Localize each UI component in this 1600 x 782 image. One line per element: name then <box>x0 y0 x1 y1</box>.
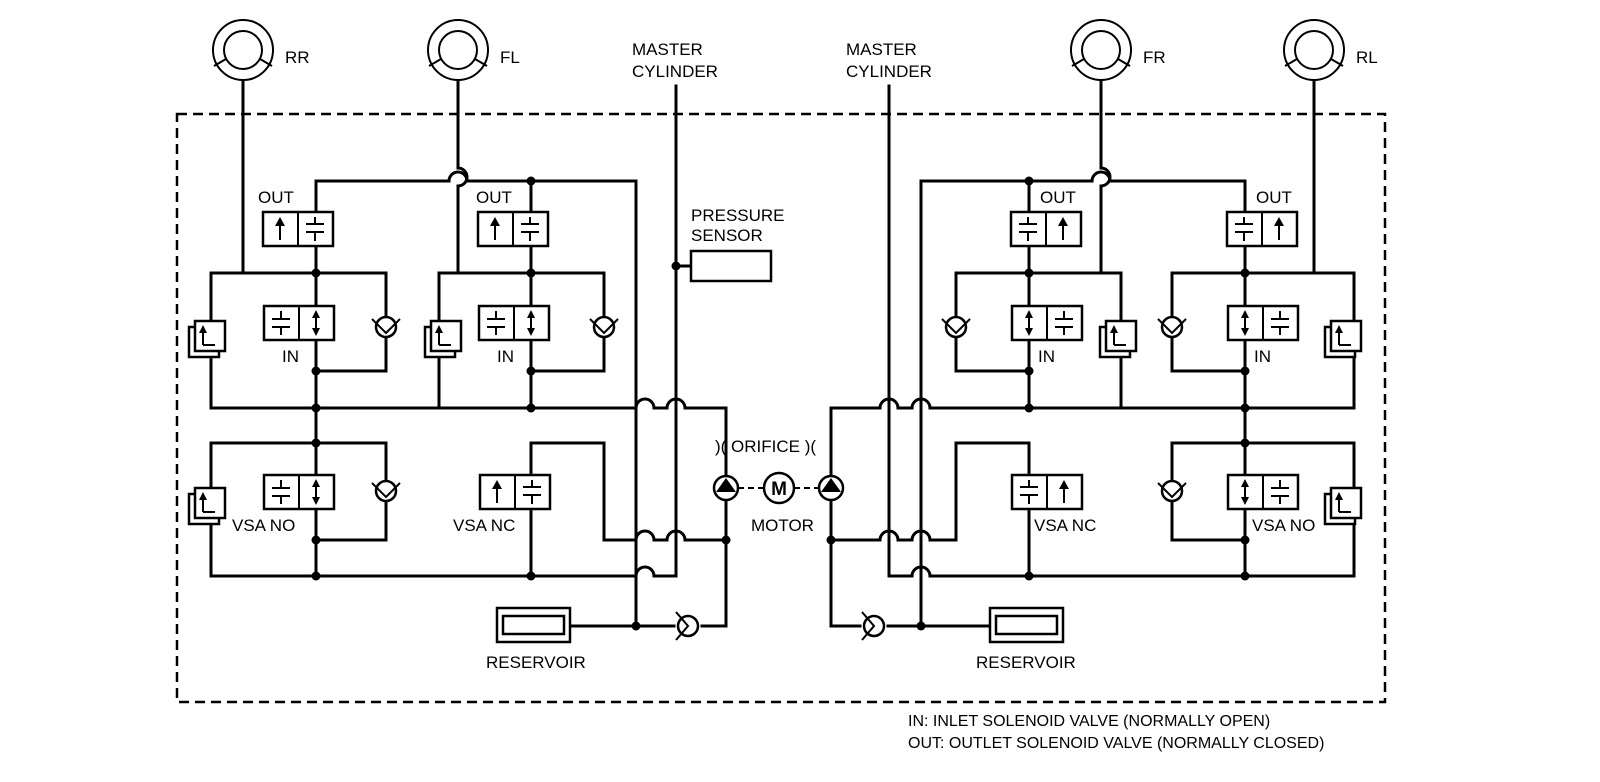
wheel-fr-symbol <box>1070 19 1132 81</box>
inlet-valve-fr <box>1010 304 1084 342</box>
relief-valve-fl <box>423 319 463 359</box>
relief-valve-fr <box>1098 319 1138 359</box>
junction-dots <box>311 176 1250 631</box>
vsa-nc-valve-right-label: VSA NC <box>1034 516 1096 535</box>
pressure-sensor-label-line2: SENSOR <box>691 226 763 245</box>
inlet-valve-fl-label: IN <box>497 347 514 366</box>
check-valve-vsa-right <box>1156 479 1188 503</box>
outlet-valve-rl-label: OUT <box>1256 188 1292 207</box>
master-cylinder-right-line1: MASTER <box>846 40 917 59</box>
master-cylinder-right-line2: CYLINDER <box>846 62 932 81</box>
outlet-valve-rr-label: OUT <box>258 188 294 207</box>
wheel-fr-label: FR <box>1143 48 1166 67</box>
check-valve-vsa-left <box>370 479 402 503</box>
relief-valve-rr <box>187 319 227 359</box>
pressure-sensor-box <box>689 249 773 283</box>
vsa-no-valve-right <box>1226 473 1300 511</box>
relief-valve-vsa-right <box>1323 486 1363 526</box>
legend-in: IN: INLET SOLENOID VALVE (NORMALLY OPEN) <box>908 713 1270 730</box>
vsa-no-valve-left <box>262 473 336 511</box>
wheel-rl-symbol <box>1283 19 1345 81</box>
motor-symbol-letter: M <box>771 479 787 500</box>
inlet-valve-fr-label: IN <box>1038 347 1055 366</box>
vsa-nc-valve-right <box>1010 473 1084 511</box>
legend-out: OUT: OUTLET SOLENOID VALVE (NORMALLY CLO… <box>908 735 1324 752</box>
reservoir-right-label: RESERVOIR <box>976 653 1076 672</box>
motor-symbol <box>762 471 796 505</box>
vsa-nc-valve-left <box>478 473 552 511</box>
outlet-valve-fr-label: OUT <box>1040 188 1076 207</box>
wheel-fl-label: FL <box>500 48 520 67</box>
outlet-valve-fl <box>476 210 550 248</box>
check-valve-rl <box>1156 315 1188 339</box>
outlet-valve-fl-label: OUT <box>476 188 512 207</box>
wheel-rl-label: RL <box>1356 48 1378 67</box>
vsa-nc-valve-left-label: VSA NC <box>453 516 515 535</box>
modulator-boundary <box>175 112 1387 704</box>
inlet-valve-rl-label: IN <box>1254 347 1271 366</box>
vsa-no-valve-left-label: VSA NO <box>232 516 295 535</box>
inlet-valve-rl <box>1226 304 1300 342</box>
reservoir-right-symbol <box>988 606 1065 644</box>
pump-left-symbol <box>712 474 740 502</box>
inlet-valve-fl <box>477 304 551 342</box>
check-valve-reservoir-right <box>861 611 886 641</box>
reservoir-left-symbol <box>495 606 572 644</box>
check-valve-rr <box>370 315 402 339</box>
wheel-fl-symbol <box>427 19 489 81</box>
motor-label: MOTOR <box>751 516 814 535</box>
check-valve-fl <box>588 315 620 339</box>
check-valve-reservoir-left <box>675 611 700 641</box>
wheel-rr-symbol <box>212 19 274 81</box>
pump-right-symbol <box>817 474 845 502</box>
outlet-valve-rr <box>261 210 335 248</box>
master-cylinder-left-line2: CYLINDER <box>632 62 718 81</box>
check-valve-fr <box>940 315 972 339</box>
orifice-label: )( ORIFICE )( <box>715 437 816 456</box>
right-circuit-lines <box>829 80 1356 628</box>
outlet-valve-rl <box>1225 210 1299 248</box>
inlet-valve-rr <box>262 304 336 342</box>
relief-valve-rl <box>1323 319 1363 359</box>
master-cylinder-left-line1: MASTER <box>632 40 703 59</box>
pressure-sensor-label-line1: PRESSURE <box>691 206 785 225</box>
vsa-no-valve-right-label: VSA NO <box>1252 516 1315 535</box>
reservoir-left-label: RESERVOIR <box>486 653 586 672</box>
inlet-valve-rr-label: IN <box>282 347 299 366</box>
wheel-rr-label: RR <box>285 48 310 67</box>
relief-valve-vsa-left <box>187 486 227 526</box>
outlet-valve-fr <box>1009 210 1083 248</box>
